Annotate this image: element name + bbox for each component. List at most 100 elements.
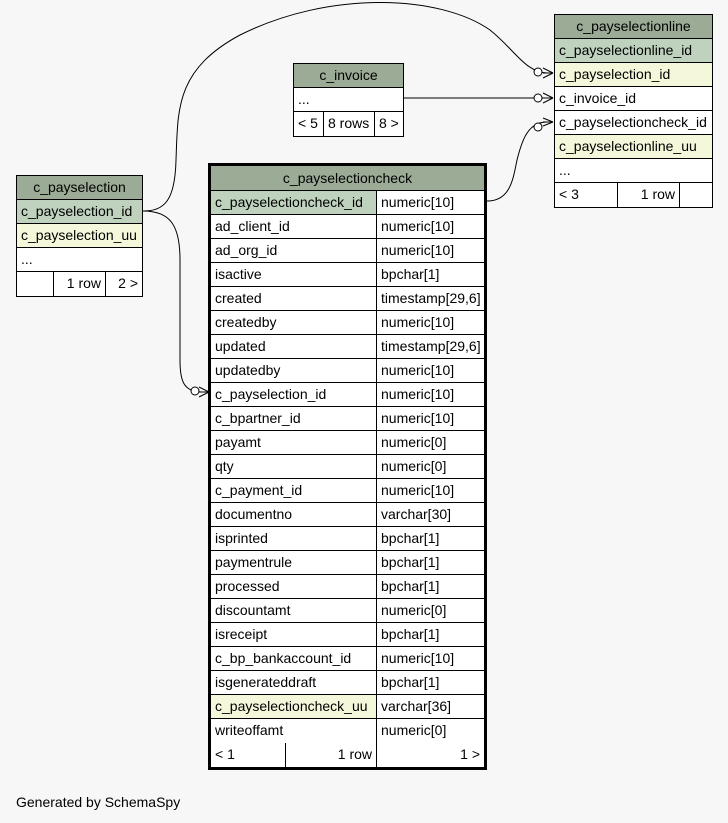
column-name: isgenerateddraft [215, 674, 317, 690]
table-c-payselectioncheck[interactable]: c_payselectioncheck c_payselectioncheck_… [208, 163, 487, 770]
edge-end-circle [190, 386, 200, 396]
column-row[interactable]: c_payselectionline_id [555, 39, 712, 63]
column-type: numeric[10] [376, 311, 484, 334]
column-type: numeric[10] [376, 239, 484, 262]
column-row[interactable]: c_payselectioncheck_id [555, 111, 712, 135]
column-name: c_payselectioncheck_uu [211, 695, 376, 718]
column-type: timestamp[29,6] [376, 335, 484, 358]
column-type: numeric[10] [376, 407, 484, 430]
footer-next[interactable] [679, 183, 712, 207]
table-c-invoice[interactable]: c_invoice ... < 5 8 rows 8 > [293, 63, 404, 137]
column-name: c_payselection_id [559, 66, 671, 82]
crowfoot-icon [542, 67, 554, 79]
column-name: c_payselectioncheck_id [559, 114, 707, 130]
table-footer: < 3 1 row [555, 183, 712, 207]
crowfoot-icon [198, 386, 210, 398]
edge-end-circle [533, 93, 543, 103]
column-name: documentno [215, 506, 293, 522]
table-title: c_payselectionline [555, 15, 712, 39]
edge-payselection-to-payselectioncheck [142, 210, 203, 393]
footer-prev[interactable]: < 5 [298, 115, 318, 131]
column-name: paymentrule [215, 554, 293, 570]
column-type: varchar[30] [376, 503, 484, 526]
column-name: ... [21, 251, 33, 267]
crowfoot-icon [542, 117, 554, 127]
table-footer: < 1 1 row 1 > [211, 743, 484, 767]
edge-payselectioncheck-to-payselectionline [486, 121, 548, 202]
column-type: timestamp[29,6] [376, 287, 484, 310]
column-type: numeric[10] [376, 479, 484, 502]
footer-prev[interactable]: < 3 [559, 186, 579, 202]
footer-next[interactable]: 1 > [376, 743, 484, 767]
footer-next[interactable]: 2 > [105, 272, 142, 296]
column-name: isactive [215, 266, 262, 282]
table-title: c_payselectioncheck [211, 166, 484, 191]
column-row[interactable]: c_payselection_id [17, 200, 142, 224]
footer-rows: 1 row [53, 272, 105, 296]
column-name: isreceipt [215, 626, 268, 642]
generated-by-footer: Generated by SchemaSpy [16, 794, 181, 810]
column-row[interactable]: c_payselection_id numeric[10] [211, 383, 484, 407]
column-row[interactable]: c_invoice_id [555, 87, 712, 111]
column-name: ... [298, 91, 310, 107]
column-row[interactable]: documentno varchar[30] [211, 503, 484, 527]
footer-rows: 1 row [285, 743, 376, 767]
column-row[interactable]: c_payselection_id [555, 63, 712, 87]
column-name: c_payselection_id [215, 386, 327, 402]
footer-prev[interactable]: < 1 [215, 746, 235, 762]
column-row[interactable]: ... [294, 88, 403, 112]
column-name: c_payselectionline_uu [559, 138, 697, 154]
table-footer: < 5 8 rows 8 > [294, 112, 403, 136]
column-row[interactable]: updated timestamp[29,6] [211, 335, 484, 359]
column-row[interactable]: createdby numeric[10] [211, 311, 484, 335]
column-type: numeric[0] [376, 431, 484, 454]
column-name: processed [215, 578, 280, 594]
column-type: numeric[10] [376, 383, 484, 406]
edge-payselection-to-payselectionline [142, 2, 548, 212]
column-name: c_payselection_uu [21, 227, 137, 243]
column-row[interactable]: c_payselection_uu [17, 224, 142, 248]
column-type: bpchar[1] [376, 575, 484, 598]
column-name: c_payselectionline_id [559, 42, 693, 58]
column-row[interactable]: c_bpartner_id numeric[10] [211, 407, 484, 431]
column-row[interactable]: c_payselectionline_uu [555, 135, 712, 159]
column-row[interactable]: ... [555, 159, 712, 183]
column-name: ad_client_id [215, 218, 290, 234]
footer-prev[interactable] [17, 272, 53, 296]
table-c-payselection[interactable]: c_payselection c_payselection_id c_payse… [16, 175, 143, 297]
column-row[interactable]: ... [17, 248, 142, 272]
column-name: createdby [215, 314, 277, 330]
footer-rows: 8 rows [323, 112, 374, 136]
column-name: c_bp_bankaccount_id [215, 650, 352, 666]
footer-next[interactable]: 8 > [374, 112, 403, 136]
column-type: numeric[0] [376, 719, 484, 743]
table-c-payselectionline[interactable]: c_payselectionline c_payselectionline_id… [554, 14, 713, 208]
column-type: numeric[10] [376, 191, 484, 214]
column-name: qty [215, 458, 234, 474]
column-name: c_bpartner_id [215, 410, 301, 426]
column-row[interactable]: processed bpchar[1] [211, 575, 484, 599]
crowfoot-icon [542, 92, 554, 104]
column-name: ... [559, 162, 571, 178]
column-name: updatedby [215, 362, 281, 378]
edge-end-circle [533, 67, 543, 77]
column-name: updated [215, 338, 266, 354]
